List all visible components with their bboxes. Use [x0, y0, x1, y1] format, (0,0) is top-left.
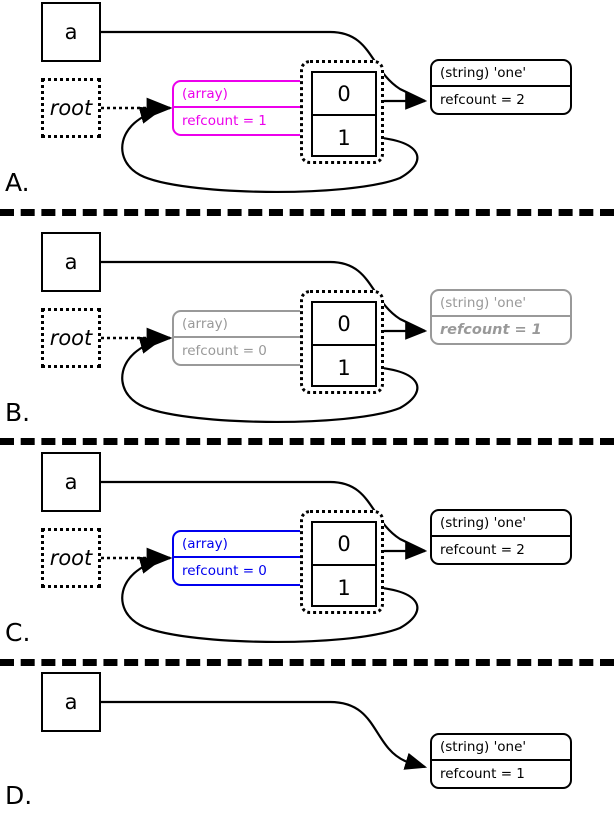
string-zval: (string) 'one' refcount = 1 [430, 733, 572, 789]
variable-label: a [64, 470, 78, 494]
array-refcount-label: refcount = 1 [182, 113, 267, 129]
array-cells-container: 0 1 [300, 60, 384, 164]
string-zval: (string) 'one' refcount = 2 [430, 509, 572, 565]
panel-d-connectors [101, 700, 428, 770]
root-label: root [49, 96, 93, 120]
string-refcount-label: refcount = 1 [440, 322, 542, 338]
variable-box-a: a [41, 452, 101, 512]
root-box: root [41, 308, 101, 368]
array-cells: 0 1 [311, 301, 377, 387]
panel-letter-d: D. [5, 781, 33, 810]
root-box: root [41, 78, 101, 138]
variable-box-a: a [41, 2, 101, 62]
array-type-label: (array) [174, 532, 306, 558]
variable-box-a: a [41, 232, 101, 292]
panel-letter-a: A. [5, 168, 30, 197]
array-cells: 0 1 [311, 521, 377, 607]
variable-label: a [64, 690, 78, 714]
array-cell-0: 0 [313, 73, 375, 116]
string-type-label: (string) 'one' [432, 61, 570, 87]
panel-c: a root (array) refcount = 0 0 1 (string)… [0, 440, 614, 655]
array-cell-0: 0 [313, 303, 375, 346]
array-cells-container: 0 1 [300, 290, 384, 394]
variable-label: a [64, 250, 78, 274]
array-cells-container: 0 1 [300, 510, 384, 614]
variable-box-a: a [41, 672, 101, 732]
array-zval: (array) refcount = 0 [172, 310, 308, 366]
array-cell-0: 0 [313, 523, 375, 566]
array-zval: (array) refcount = 0 [172, 530, 308, 586]
panel-letter-b: B. [5, 398, 31, 427]
root-box: root [41, 528, 101, 588]
panel-d: a (string) 'one' refcount = 1 D. [0, 661, 614, 814]
panel-divider-1 [0, 209, 614, 216]
array-cell-1: 1 [337, 355, 351, 380]
panel-b: a root (array) refcount = 0 0 1 (string)… [0, 220, 614, 435]
string-zval: (string) 'one' refcount = 1 [430, 289, 572, 345]
array-type-label: (array) [174, 312, 306, 338]
string-type-label: (string) 'one' [432, 511, 570, 537]
string-refcount-label: refcount = 2 [440, 542, 525, 558]
array-cell-1: 1 [337, 125, 351, 150]
string-refcount-label: refcount = 1 [440, 766, 525, 782]
panel-a: a root (array) refcount = 1 0 1 (string)… [0, 0, 614, 210]
root-label: root [49, 326, 93, 350]
array-cell-1: 1 [337, 575, 351, 600]
root-label: root [49, 546, 93, 570]
array-cells: 0 1 [311, 71, 377, 157]
array-zval: (array) refcount = 1 [172, 80, 308, 136]
array-refcount-label: refcount = 0 [182, 343, 267, 359]
string-refcount-label: refcount = 2 [440, 92, 525, 108]
string-type-label: (string) 'one' [432, 291, 570, 317]
array-type-label: (array) [174, 82, 306, 108]
array-refcount-label: refcount = 0 [182, 563, 267, 579]
panel-divider-2 [0, 438, 614, 445]
panel-divider-3 [0, 659, 614, 666]
string-zval: (string) 'one' refcount = 2 [430, 59, 572, 115]
variable-label: a [64, 20, 78, 44]
panel-letter-c: C. [5, 618, 31, 647]
string-type-label: (string) 'one' [432, 735, 570, 761]
